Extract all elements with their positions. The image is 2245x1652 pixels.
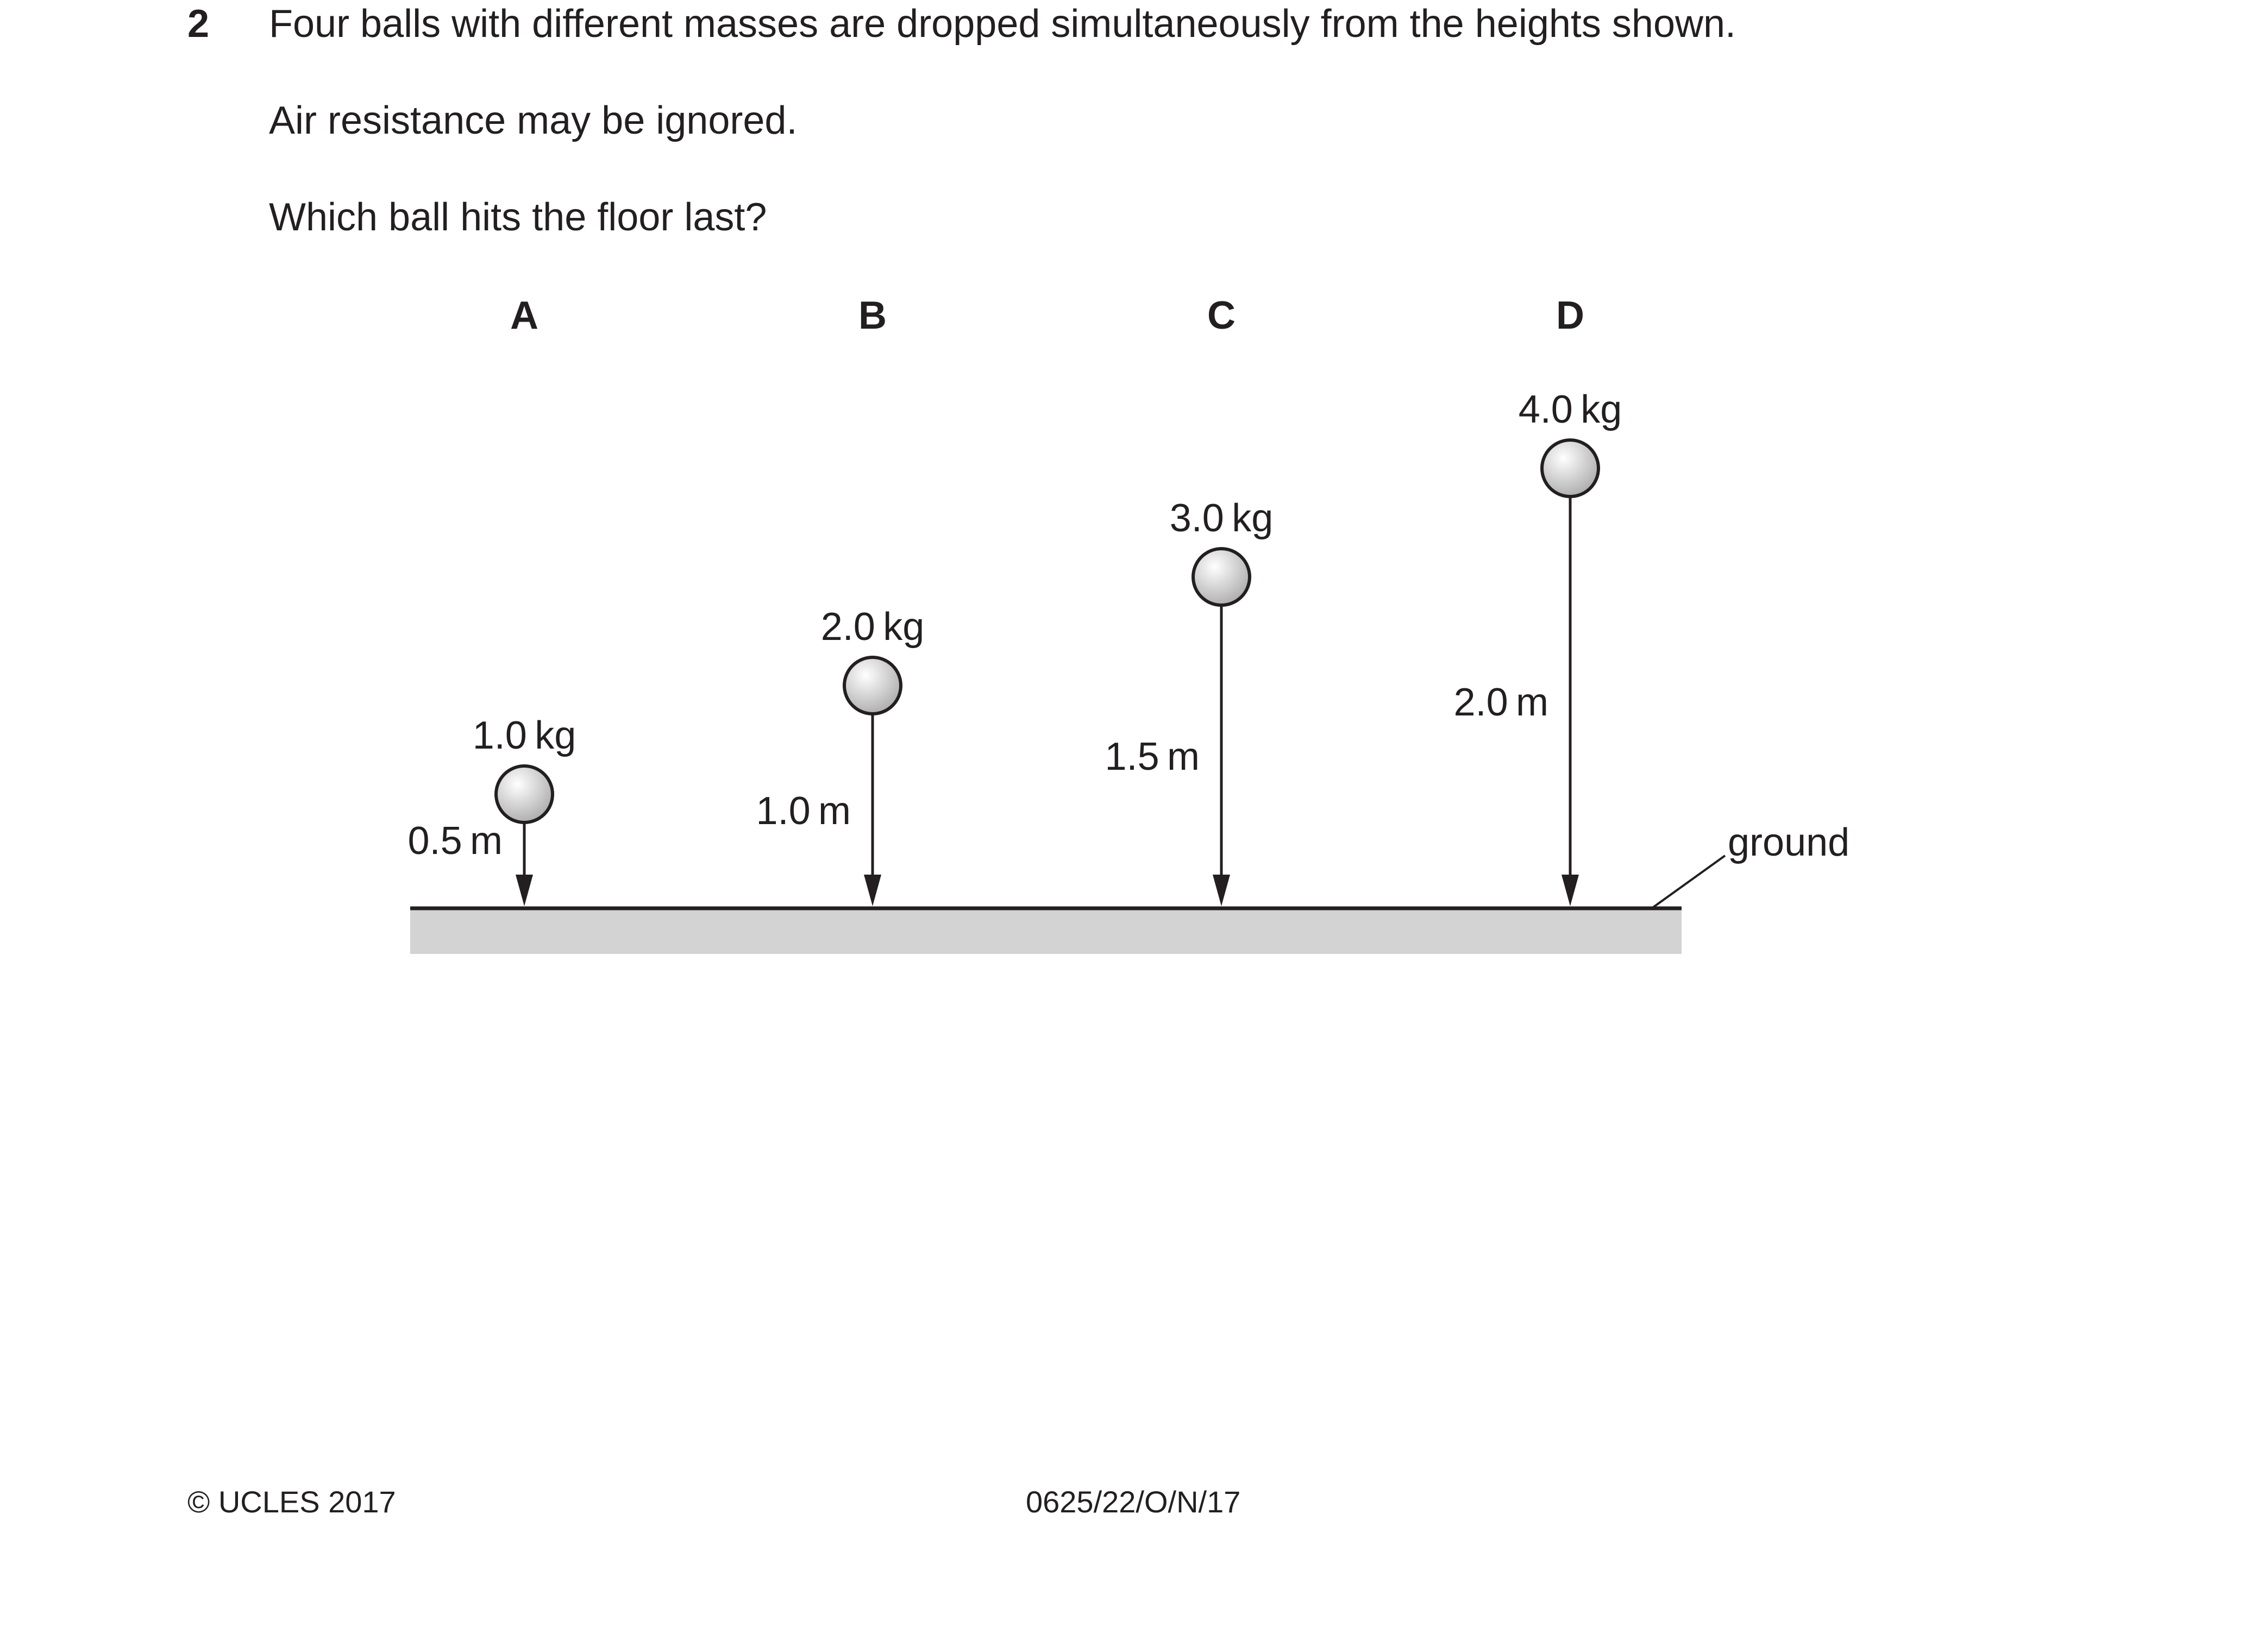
ball [1192,547,1251,607]
question-stem: Four balls with different masses are dro… [269,2,1736,46]
question-condition: Air resistance may be ignored. [269,99,798,142]
ground-label: ground [1728,821,1849,864]
ball [843,656,902,715]
height-arrow-head [1562,875,1579,906]
option-letter: A [510,294,538,337]
mass-label: 4.0 kg [1519,388,1622,431]
ball-option-d: D 4.0 kg 2.0 m [1454,294,1622,906]
option-letter: D [1556,294,1584,337]
ball-option-a: A 1.0 kg 0.5 m [408,294,576,906]
height-label: 1.5 m [1105,735,1200,778]
ball-options: A 1.0 kg 0.5 m B 2.0 kg 1.0 m C 3.0 kg 1.5 m D 4.0… [408,294,1622,906]
ground-leader-line [1651,855,1726,909]
mass-label: 1.0 kg [473,714,576,757]
ground-block [410,908,1682,954]
question-prompt: Which ball hits the floor last? [269,196,767,239]
height-label: 2.0 m [1454,681,1548,724]
ball-option-c: C 3.0 kg 1.5 m [1105,294,1274,906]
ball-option-b: B 2.0 kg 1.0 m [756,294,925,906]
paper-code: 0625/22/O/N/17 [1026,1485,1241,1519]
height-arrow-head [516,875,533,906]
mass-label: 3.0 kg [1170,497,1274,540]
question-number: 2 [187,2,210,46]
option-letter: C [1207,294,1236,337]
height-label: 1.0 m [756,789,851,833]
option-letter: B [858,294,887,337]
height-arrow-head [864,875,881,906]
height-label: 0.5 m [408,819,503,863]
height-arrow-head [1213,875,1230,906]
copyright-text: © UCLES 2017 [187,1485,396,1519]
mass-label: 2.0 kg [821,605,925,649]
ball [1540,438,1600,498]
ball [494,764,554,824]
